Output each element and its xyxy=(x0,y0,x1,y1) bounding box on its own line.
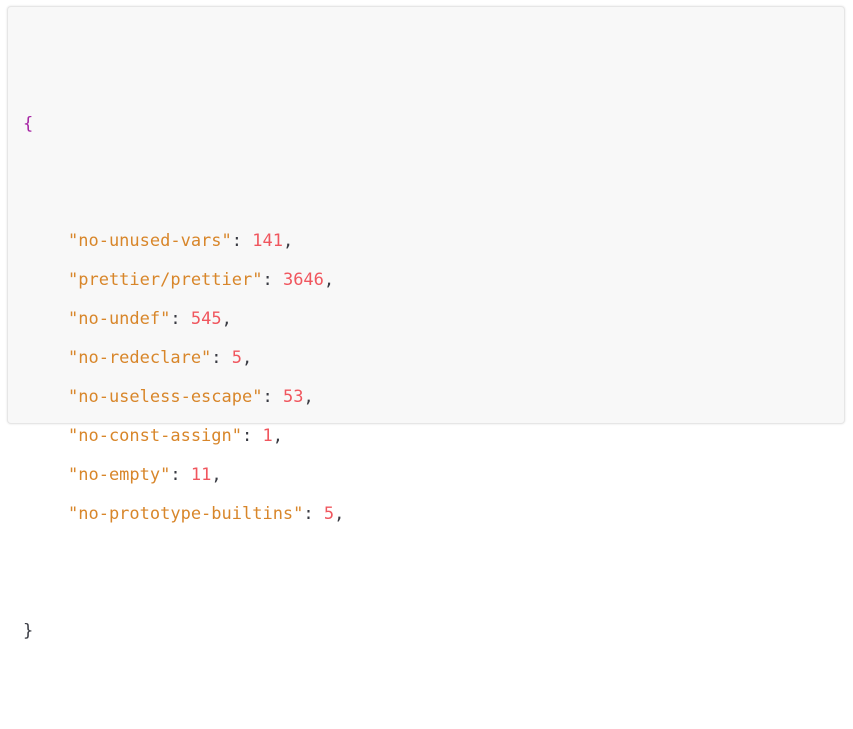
code-line-close: } xyxy=(23,612,344,651)
json-key: "no-useless-escape" xyxy=(68,387,263,407)
json-value: 141 xyxy=(252,231,283,251)
colon: : xyxy=(211,348,232,368)
comma: , xyxy=(211,465,222,485)
json-key: "no-redeclare" xyxy=(68,348,212,368)
comma: , xyxy=(242,348,253,368)
json-key: "no-empty" xyxy=(68,465,171,485)
json-key: "no-const-assign" xyxy=(68,426,242,446)
json-key: "no-unused-vars" xyxy=(68,231,232,251)
json-entry-line: "prettier/prettier": 3646, xyxy=(23,261,344,300)
json-value: 53 xyxy=(282,387,304,407)
colon: : xyxy=(170,465,191,485)
comma: , xyxy=(221,309,232,329)
json-entry-line: "no-redeclare": 5, xyxy=(23,339,344,378)
code-block: { "no-unused-vars": 141,"prettier/pretti… xyxy=(7,6,845,641)
colon: : xyxy=(231,231,253,251)
colon: : xyxy=(262,270,283,290)
comma: , xyxy=(303,387,314,407)
comma: , xyxy=(323,270,335,290)
colon: : xyxy=(170,309,191,329)
json-entry-line: "no-const-assign": 1, xyxy=(23,417,344,456)
json-key: "no-undef" xyxy=(68,309,171,329)
json-entry-line: "no-useless-escape": 53, xyxy=(23,378,344,417)
json-entry-line: "no-undef": 545, xyxy=(23,300,344,339)
json-entry-line: "no-prototype-builtins": 5, xyxy=(23,495,344,534)
json-entries: "no-unused-vars": 141,"prettier/prettier… xyxy=(23,222,344,534)
json-key: "no-prototype-builtins" xyxy=(68,504,304,524)
json-key: "prettier/prettier" xyxy=(68,270,263,290)
json-value: 5 xyxy=(231,348,243,368)
json-entry-line: "no-empty": 11, xyxy=(23,456,344,495)
open-brace: { xyxy=(23,114,34,134)
colon: : xyxy=(242,426,263,446)
json-entry-line: "no-unused-vars": 141, xyxy=(23,222,344,261)
close-brace: } xyxy=(23,621,34,641)
json-value: 545 xyxy=(190,309,222,329)
json-value: 1 xyxy=(262,426,273,446)
colon: : xyxy=(262,387,283,407)
code-line-open: { xyxy=(23,105,344,144)
colon: : xyxy=(303,504,324,524)
json-value: 5 xyxy=(323,504,335,524)
json-value: 3646 xyxy=(282,270,324,290)
json-value: 11 xyxy=(190,465,212,485)
comma: , xyxy=(334,504,345,524)
json-code: { "no-unused-vars": 141,"prettier/pretti… xyxy=(23,27,344,729)
comma: , xyxy=(272,426,283,446)
comma: , xyxy=(282,231,294,251)
